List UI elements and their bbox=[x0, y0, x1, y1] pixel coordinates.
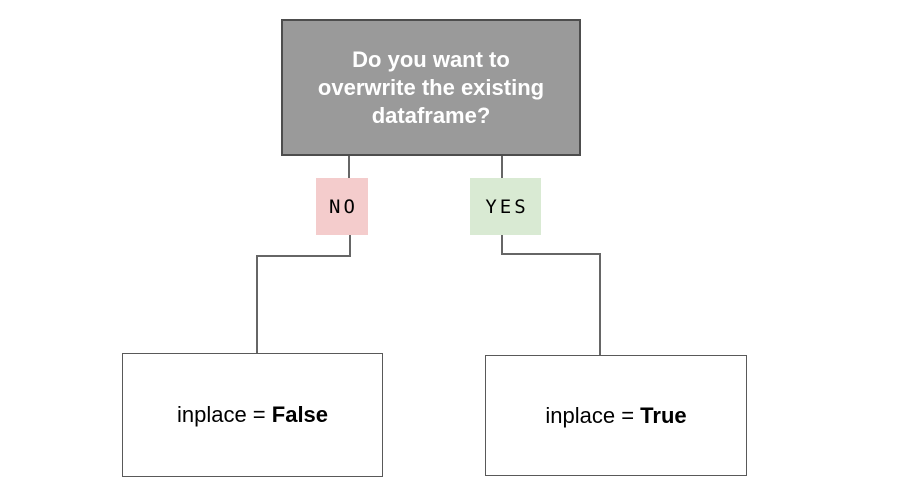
connector-yes-drop bbox=[501, 235, 503, 255]
connector-no-to-result bbox=[256, 255, 258, 353]
result-box-inplace-true: inplace = True bbox=[485, 355, 747, 476]
connector-question-to-no bbox=[348, 156, 350, 179]
connector-no-horizontal bbox=[256, 255, 351, 257]
result-prefix: inplace = bbox=[545, 402, 641, 428]
question-text-line: overwrite the existing bbox=[317, 74, 545, 100]
connector-question-to-yes bbox=[501, 156, 503, 179]
result-value-true: True bbox=[640, 402, 687, 428]
connector-yes-horizontal bbox=[501, 253, 601, 255]
yes-branch-label: YES bbox=[470, 178, 541, 235]
question-box: Do you want to overwrite the existing da… bbox=[281, 19, 581, 156]
connector-no-drop bbox=[349, 235, 351, 257]
no-branch-label: NO bbox=[316, 178, 368, 235]
result-prefix: inplace = bbox=[176, 402, 272, 427]
result-value-false: False bbox=[271, 402, 329, 427]
connector-yes-to-result bbox=[599, 253, 601, 355]
question-text-line: dataframe? bbox=[371, 102, 491, 128]
question-text-line: Do you want to bbox=[352, 46, 510, 72]
result-box-inplace-false: inplace = False bbox=[122, 353, 383, 477]
